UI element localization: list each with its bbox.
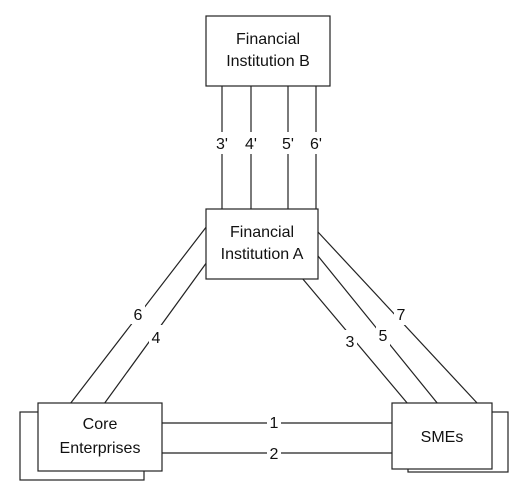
financial-institution-b-node: Financial Institution B [205,15,331,87]
edge-label-1: 1 [270,415,279,432]
fib-fia-connections [221,86,317,209]
financial-institution-b-box [205,15,331,87]
core-enterprises-label-line2: Enterprises [60,440,141,457]
financial-institution-a-box [205,208,319,280]
edge-label-3-prime: 3' [216,136,228,153]
edge-label-4-prime: 4' [245,136,257,153]
edge-label-3: 3 [346,334,355,351]
edge-labels: 3' 4' 5' 6' 6 4 3 5 7 1 2 [131,132,408,465]
edge-label-6: 6 [134,307,143,324]
smes-box [391,402,493,470]
edge-label-5-prime: 5' [282,136,294,153]
financial-institution-a-node: Financial Institution A [205,208,319,280]
edge-label-5: 5 [379,328,388,345]
financial-institution-a-label-line2: Institution A [221,246,304,263]
edge-label-7: 7 [397,307,406,324]
edge-label-2: 2 [270,446,279,463]
smes-node: SMEs [391,402,509,473]
fia-smes-connections [301,231,479,405]
financial-institution-a-label-line1: Financial [230,224,294,241]
core-enterprises-node: Core Enterprises [19,402,163,481]
financial-institution-b-label-line1: Financial [236,31,300,48]
edge-label-6-prime: 6' [310,136,322,153]
core-enterprises-label-line1: Core [83,416,118,433]
financial-institution-b-label-line2: Institution B [226,53,310,70]
core-enterprises-box [37,402,163,472]
edge-label-4: 4 [152,330,161,347]
smes-label: SMEs [421,429,464,446]
